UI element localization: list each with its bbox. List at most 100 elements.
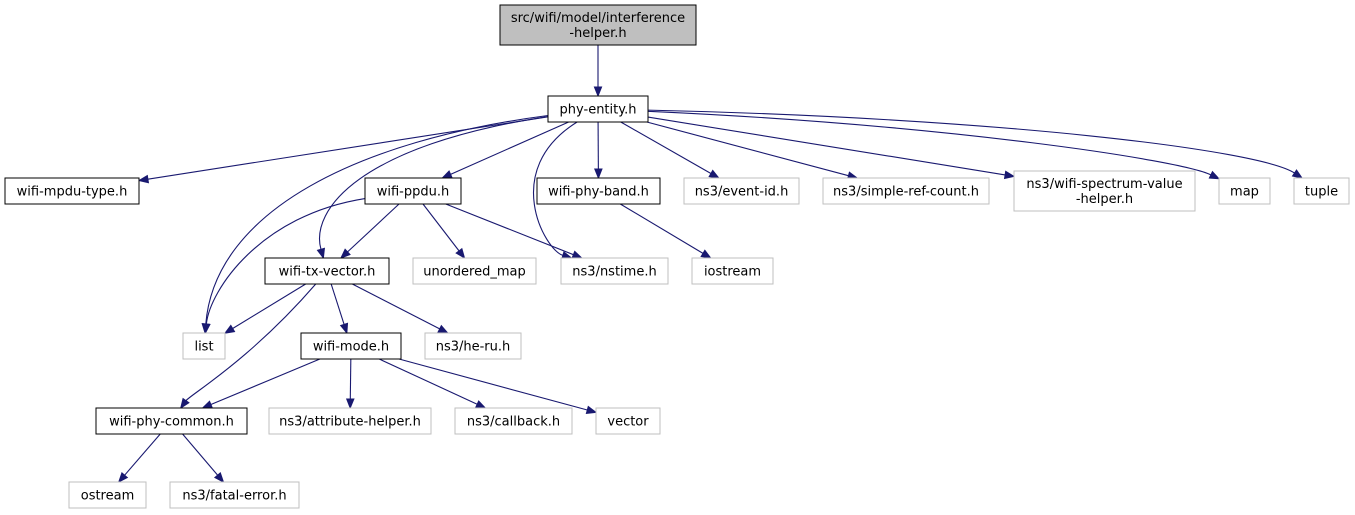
node-label-wifi-ppdu: wifi-ppdu.h	[377, 185, 450, 200]
edge-wifi-mode-to-wifi-phy-common	[210, 358, 321, 406]
edge-wifi-phy-band-to-iostream	[619, 203, 704, 254]
node-label-nstime: ns3/nstime.h	[572, 265, 656, 280]
node-wifi-tx-vector[interactable]: wifi-tx-vector.h	[264, 257, 390, 285]
node-box-wifi-phy-band	[536, 177, 661, 205]
node-label-wifi-phy-common: wifi-phy-common.h	[109, 415, 234, 430]
node-box-ostream	[68, 481, 147, 509]
edge-wifi-phy-common-to-ostream	[124, 433, 161, 476]
node-label-map: map	[1230, 185, 1259, 200]
node-wifi-ppdu[interactable]: wifi-ppdu.h	[364, 177, 462, 205]
node-label-tuple: tuple	[1305, 185, 1338, 200]
node-label-callback: ns3/callback.h	[467, 415, 560, 430]
arrowhead-phy-entity-to-wifi-spectrum-value-helper	[1003, 170, 1016, 180]
node-box-fatal-error	[169, 481, 300, 509]
node-box-wifi-ppdu	[364, 177, 462, 205]
arrowhead-wifi-tx-vector-to-wifi-mode	[339, 322, 349, 335]
node-wifi-phy-common[interactable]: wifi-phy-common.h	[95, 407, 248, 435]
node-box-wifi-tx-vector	[264, 257, 390, 285]
edge-phy-entity-to-nstime	[533, 121, 578, 256]
arrowhead-wifi-mode-to-wifi-phy-common	[201, 400, 214, 409]
node-callback: ns3/callback.h	[454, 407, 573, 435]
node-box-wifi-mode	[300, 332, 402, 360]
node-wifi-mode[interactable]: wifi-mode.h	[300, 332, 402, 360]
node-box-he-ru	[424, 332, 522, 360]
node-label-vector: vector	[607, 415, 649, 430]
edge-wifi-mode-to-callback	[378, 358, 478, 405]
node-label-wifi-tx-vector: wifi-tx-vector.h	[279, 265, 376, 280]
node-label-wifi-mpdu-type: wifi-mpdu-type.h	[17, 185, 128, 200]
node-wifi-mpdu-type[interactable]: wifi-mpdu-type.h	[4, 177, 140, 205]
arrowhead-phy-entity-to-wifi-phy-band	[594, 168, 603, 180]
edge-phy-entity-to-wifi-ppdu	[450, 121, 569, 175]
node-box-vector	[595, 407, 661, 435]
node-box-wifi-mpdu-type	[4, 177, 140, 205]
graph-edges	[117, 45, 1304, 484]
edge-wifi-ppdu-to-nstime	[445, 203, 574, 256]
arrowhead-wifi-ppdu-to-nstime	[571, 250, 584, 259]
arrowhead-phy-entity-to-wifi-mpdu-type	[137, 174, 150, 184]
node-box-list	[182, 332, 226, 360]
edge-wifi-tx-vector-to-list	[232, 283, 306, 329]
edge-phy-entity-to-wifi-spectrum-value-helper	[647, 116, 1006, 176]
edge-wifi-tx-vector-to-wifi-phy-common	[185, 283, 317, 402]
arrowhead-wifi-phy-band-to-iostream	[700, 249, 712, 259]
arrowhead-wifi-tx-vector-to-list	[223, 324, 236, 334]
node-box-event-id	[683, 177, 800, 205]
edge-phy-entity-to-simple-ref-count	[646, 121, 849, 177]
edge-wifi-mode-to-vector	[398, 358, 588, 411]
node-wifi-spectrum-value-helper: ns3/wifi-spectrum-value-helper.h	[1013, 170, 1196, 212]
node-box-unordered-map	[412, 257, 537, 285]
node-map: map	[1218, 177, 1271, 205]
node-label-phy-entity: phy-entity.h	[560, 103, 637, 118]
edge-wifi-mode-to-attribute-helper	[349, 358, 352, 400]
node-box-nstime	[560, 257, 669, 285]
node-box-phy-entity	[547, 95, 649, 123]
arrowhead-phy-entity-to-tuple	[1291, 169, 1304, 179]
arrowhead-interference-helper-to-phy-entity	[593, 86, 603, 98]
node-phy-entity[interactable]: phy-entity.h	[547, 95, 649, 123]
arrowhead-phy-entity-to-event-id	[708, 169, 720, 179]
node-label-interference-helper: src/wifi/model/interference-helper.h	[511, 11, 685, 41]
node-label-event-id: ns3/event-id.h	[695, 185, 789, 200]
node-label-wifi-phy-band: wifi-phy-band.h	[548, 185, 649, 200]
arrowhead-wifi-mode-to-vector	[585, 405, 598, 415]
node-nstime: ns3/nstime.h	[560, 257, 669, 285]
node-box-wifi-spectrum-value-helper	[1013, 170, 1196, 212]
node-vector: vector	[595, 407, 661, 435]
edge-phy-entity-to-tuple	[647, 109, 1295, 174]
node-iostream: iostream	[691, 257, 774, 285]
node-label-simple-ref-count: ns3/simple-ref-count.h	[833, 185, 979, 200]
node-label-list: list	[194, 340, 213, 355]
graph-nodes: src/wifi/model/interference-helper.h phy-…	[4, 4, 1350, 509]
arrowhead-wifi-ppdu-to-unordered-map	[455, 247, 466, 260]
arrowhead-wifi-ppdu-to-wifi-tx-vector	[339, 248, 351, 259]
edge-wifi-ppdu-to-wifi-tx-vector	[347, 203, 400, 253]
node-box-wifi-phy-common	[95, 407, 248, 435]
node-wifi-phy-band[interactable]: wifi-phy-band.h	[536, 177, 661, 205]
node-box-simple-ref-count	[822, 177, 990, 205]
node-attribute-helper: ns3/attribute-helper.h	[268, 407, 432, 435]
arrowhead-wifi-mode-to-attribute-helper	[345, 398, 355, 410]
node-he-ru: ns3/he-ru.h	[424, 332, 522, 360]
arrowhead-wifi-phy-common-to-ostream	[117, 471, 129, 484]
node-unordered-map: unordered_map	[412, 257, 537, 285]
arrowhead-wifi-ppdu-to-list	[202, 323, 211, 335]
node-fatal-error: ns3/fatal-error.h	[169, 481, 300, 509]
edge-wifi-ppdu-to-list	[205, 197, 366, 325]
node-box-tuple	[1293, 177, 1350, 205]
edge-phy-entity-to-wifi-tx-vector	[319, 116, 549, 250]
edge-wifi-tx-vector-to-wifi-mode	[330, 283, 345, 325]
arrowhead-phy-entity-to-map	[1208, 170, 1221, 180]
arrowhead-phy-entity-to-wifi-tx-vector	[316, 247, 326, 260]
node-interference-helper[interactable]: src/wifi/model/interference-helper.h	[499, 4, 697, 46]
node-box-map	[1218, 177, 1271, 205]
edge-phy-entity-to-event-id	[620, 121, 712, 175]
node-simple-ref-count: ns3/simple-ref-count.h	[822, 177, 990, 205]
edge-phy-entity-to-wifi-mpdu-type	[147, 116, 549, 180]
node-box-interference-helper	[499, 4, 697, 46]
node-list: list	[182, 332, 226, 360]
node-event-id: ns3/event-id.h	[683, 177, 800, 205]
node-label-fatal-error: ns3/fatal-error.h	[182, 489, 286, 504]
node-label-wifi-spectrum-value-helper: ns3/wifi-spectrum-value-helper.h	[1026, 177, 1182, 207]
node-label-attribute-helper: ns3/attribute-helper.h	[279, 415, 421, 430]
